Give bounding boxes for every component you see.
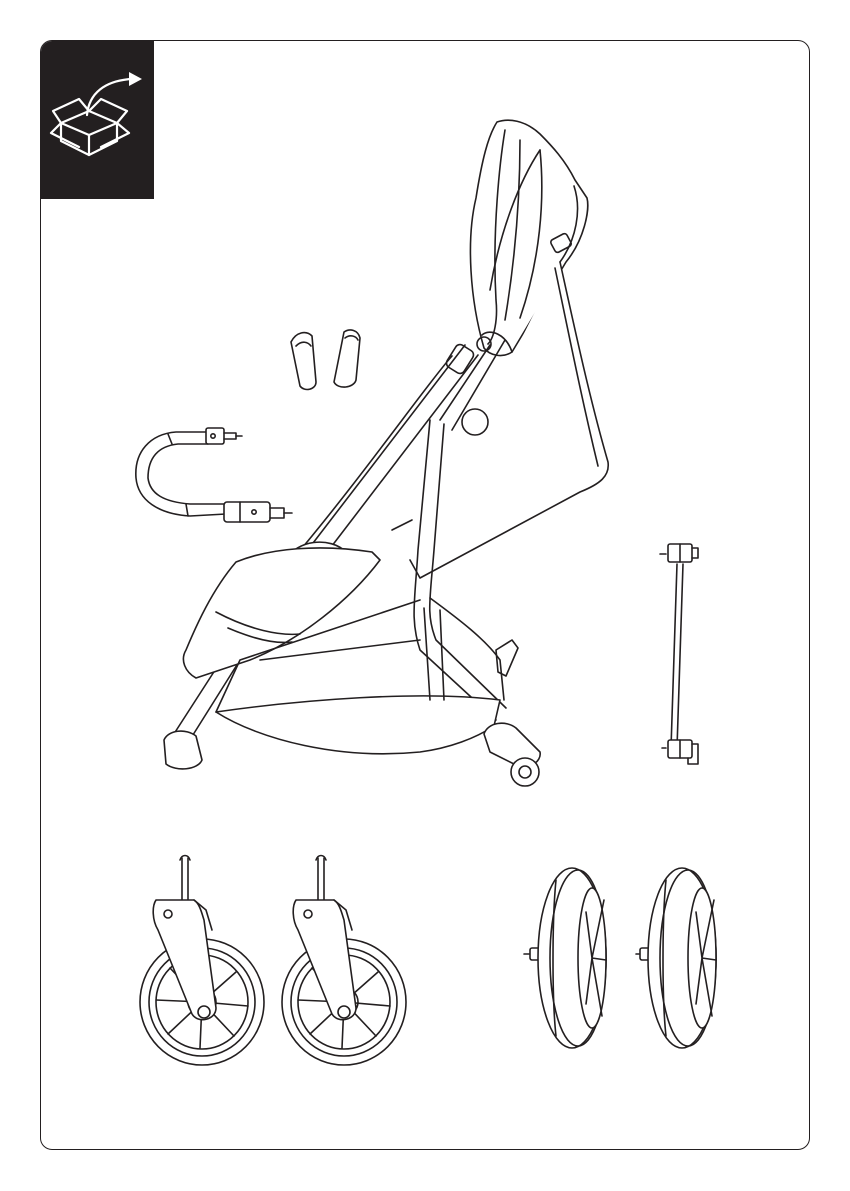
- rear-axle-icon: [660, 544, 698, 764]
- armrest-caps-icon: [291, 330, 360, 389]
- front-wheel-icon: [140, 856, 406, 1066]
- bumper-bar-icon: [136, 428, 292, 522]
- stroller-frame-icon: [164, 120, 608, 786]
- rear-wheel-icon: [524, 868, 716, 1048]
